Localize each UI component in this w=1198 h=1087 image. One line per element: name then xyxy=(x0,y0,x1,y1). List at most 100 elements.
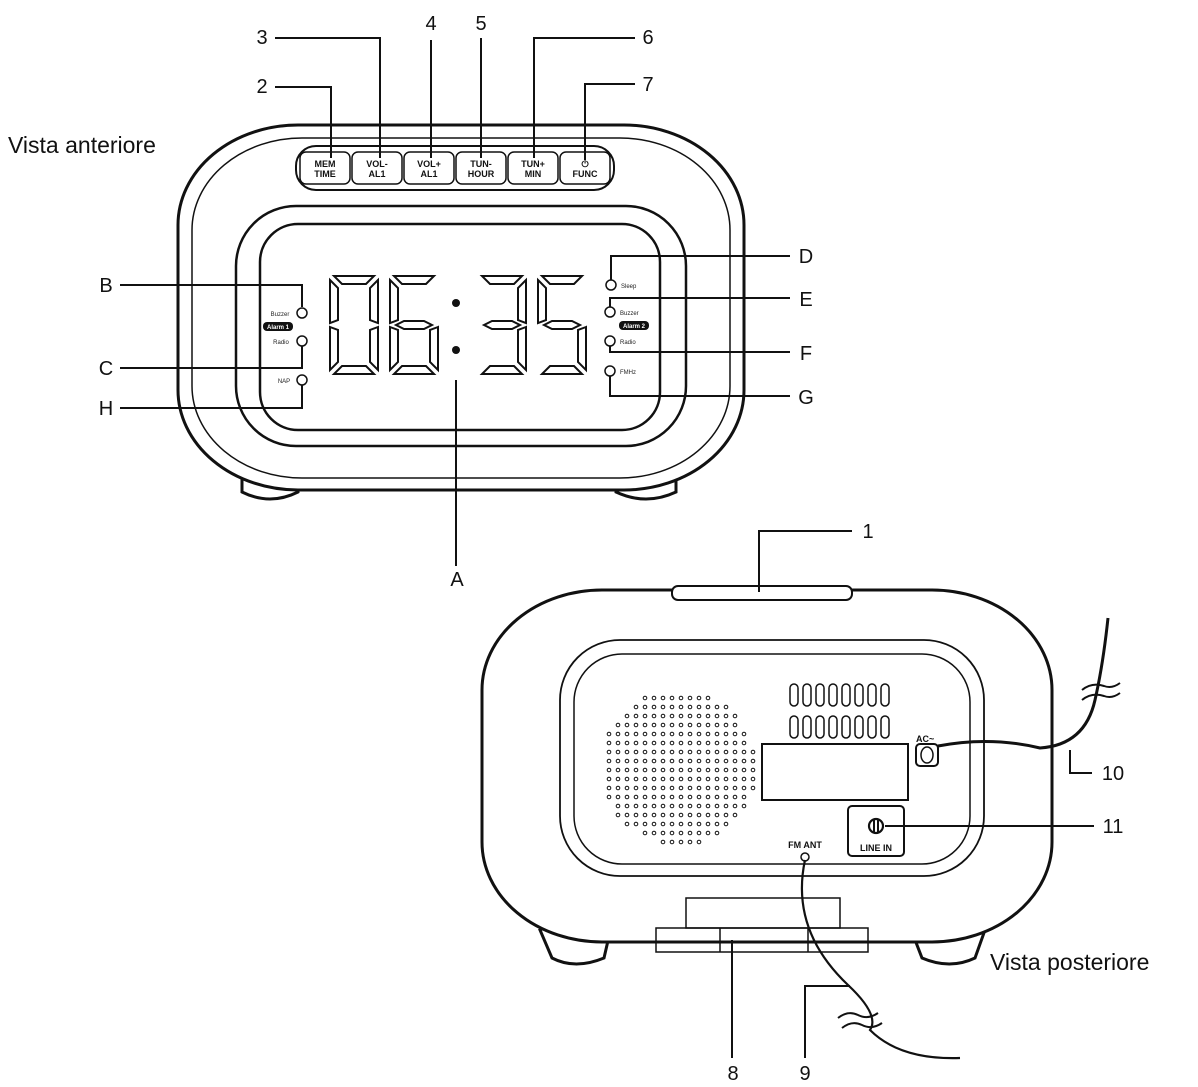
grille-hole xyxy=(633,803,639,809)
grille-hole xyxy=(714,731,720,737)
grille-hole xyxy=(642,704,648,710)
grille-hole xyxy=(669,731,675,737)
grille-hole xyxy=(741,740,747,746)
grille-hole xyxy=(651,812,657,818)
button-1[interactable] xyxy=(299,151,351,185)
front-callout-lines xyxy=(120,37,790,566)
vent-slot xyxy=(789,683,799,707)
segment-a xyxy=(479,275,525,285)
grille-hole xyxy=(696,785,702,791)
grille-hole xyxy=(660,776,666,782)
grille-hole xyxy=(714,812,720,818)
digit-2 xyxy=(389,275,439,375)
grille-hole xyxy=(651,794,657,800)
grille-hole xyxy=(723,794,729,800)
grille-hole xyxy=(687,812,693,818)
grille-hole xyxy=(678,821,684,827)
grille-hole xyxy=(678,722,684,728)
grille-hole xyxy=(696,758,702,764)
grille-hole xyxy=(723,767,729,773)
grille-hole xyxy=(660,740,666,746)
grille-hole xyxy=(642,722,648,728)
grille-hole xyxy=(696,704,702,710)
grille-hole xyxy=(705,830,711,836)
ac-label: AC~ xyxy=(916,734,934,744)
alarm1-badge xyxy=(263,322,293,331)
grille-hole xyxy=(642,713,648,719)
speaker-grille xyxy=(606,695,756,845)
grille-hole xyxy=(741,731,747,737)
grille-hole xyxy=(687,722,693,728)
callout-5: 5 xyxy=(475,13,486,35)
grille-hole xyxy=(678,839,684,845)
grille-hole xyxy=(660,758,666,764)
grille-hole xyxy=(696,812,702,818)
callout-9: 9 xyxy=(799,1063,810,1085)
segment-e xyxy=(389,325,399,373)
grille-hole xyxy=(705,767,711,773)
vent-slot xyxy=(880,715,890,739)
grille-hole xyxy=(696,803,702,809)
grille-hole xyxy=(687,794,693,800)
segment-d xyxy=(479,365,525,375)
grille-hole xyxy=(750,749,756,755)
buzzer-label-left: Buzzer xyxy=(271,312,290,318)
grille-hole xyxy=(633,785,639,791)
grille-hole xyxy=(723,713,729,719)
grille-hole xyxy=(660,704,666,710)
grille-hole xyxy=(732,749,738,755)
grille-hole xyxy=(714,767,720,773)
grille-hole xyxy=(714,758,720,764)
grille-hole xyxy=(696,776,702,782)
grille-hole xyxy=(633,812,639,818)
grille-hole xyxy=(624,767,630,773)
grille-hole xyxy=(687,704,693,710)
grille-hole xyxy=(669,776,675,782)
callout-F: F xyxy=(800,343,812,365)
grille-hole xyxy=(660,713,666,719)
grille-hole xyxy=(642,758,648,764)
grille-hole xyxy=(687,830,693,836)
vent-slot xyxy=(867,683,877,707)
segment-c xyxy=(577,325,587,373)
grille-hole xyxy=(678,830,684,836)
grille-hole xyxy=(696,767,702,773)
grille-hole xyxy=(651,722,657,728)
grille-hole xyxy=(732,794,738,800)
grille-hole xyxy=(723,758,729,764)
grille-hole xyxy=(696,731,702,737)
buzzer-led-left xyxy=(296,307,308,319)
grille-hole xyxy=(642,830,648,836)
grille-hole xyxy=(696,830,702,836)
segment-c xyxy=(429,325,439,373)
callout-7: 7 xyxy=(642,74,653,96)
nap-label: NAP xyxy=(278,379,290,385)
grille-hole xyxy=(678,704,684,710)
rear-panel-inner xyxy=(573,653,971,865)
grille-hole xyxy=(714,776,720,782)
grille-hole xyxy=(642,785,648,791)
grille-hole xyxy=(714,704,720,710)
callout-labels: 3 2 4 5 6 7 B C H D E F G A 1 10 11 8 9 xyxy=(99,13,1124,1085)
segment-e xyxy=(329,325,339,373)
grille-hole xyxy=(687,803,693,809)
top-snooze-bar xyxy=(671,585,853,601)
segment-g xyxy=(541,320,583,330)
grille-hole xyxy=(660,749,666,755)
grille-hole xyxy=(678,731,684,737)
grille-hole xyxy=(741,794,747,800)
segment-a xyxy=(539,275,585,285)
segment-b xyxy=(517,277,527,325)
grille-hole xyxy=(750,776,756,782)
grille-hole xyxy=(624,731,630,737)
button-3[interactable] xyxy=(403,151,455,185)
grille-hole xyxy=(615,740,621,746)
grille-hole xyxy=(660,695,666,701)
grille-hole xyxy=(750,767,756,773)
grille-hole xyxy=(723,731,729,737)
callout-8: 8 xyxy=(727,1063,738,1085)
grille-hole xyxy=(705,731,711,737)
grille-hole xyxy=(714,740,720,746)
grille-hole xyxy=(606,731,612,737)
button-2[interactable] xyxy=(351,151,403,185)
